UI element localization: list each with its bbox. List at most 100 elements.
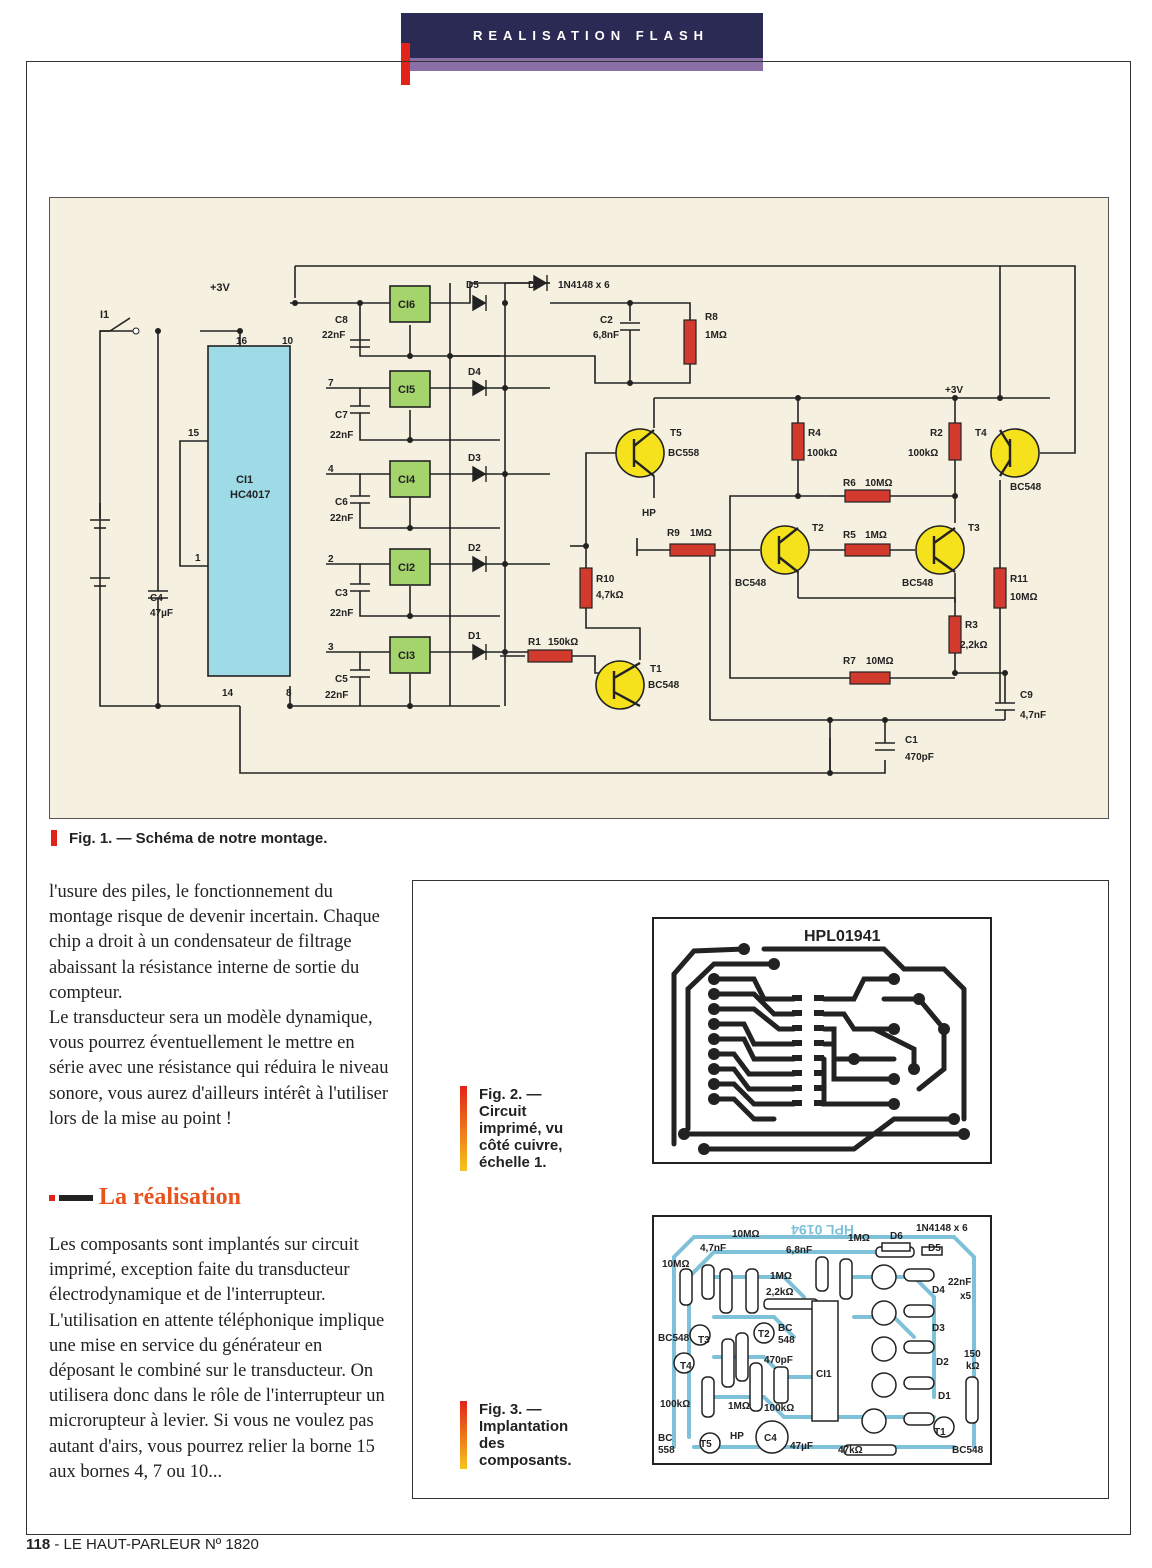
label-c9-value: 4,7nF xyxy=(1020,710,1046,721)
label-t2: T2 xyxy=(812,523,824,534)
impl-k: kΩ xyxy=(966,1361,980,1372)
label-d6: D6 xyxy=(528,280,541,291)
label-t3-type: BC548 xyxy=(902,578,934,589)
pin-14: 14 xyxy=(222,688,234,699)
fig2-caption: Fig. 2. — Circuit imprimé, vu côté cuivr… xyxy=(460,1086,563,1171)
component-layout-figure: HPL 0194 10MΩ 4,7nF 10MΩ 6,8nF 1MΩ D6 xyxy=(652,1215,992,1465)
section-heading: La réalisation xyxy=(49,1184,241,1211)
label-d5: D5 xyxy=(466,280,479,291)
impl-r150: 150 xyxy=(964,1349,981,1360)
label-c5: C5 xyxy=(335,674,348,685)
label-diode-type: 1N4148 x 6 xyxy=(558,280,610,291)
impl-d4: D4 xyxy=(932,1285,945,1296)
pin-1: 1 xyxy=(195,553,201,564)
pin-2: 2 xyxy=(328,554,334,565)
page-number: 118 xyxy=(26,1536,51,1553)
section-header-label: REALISATION FLASH xyxy=(472,28,710,43)
impl-r9: 1MΩ xyxy=(770,1271,792,1282)
impl-r10: 100kΩ xyxy=(764,1403,794,1414)
label-v3b: +3V xyxy=(945,385,963,396)
pcb-ref: HPL01941 xyxy=(804,928,881,945)
impl-d1: D1 xyxy=(938,1391,951,1402)
label-r11-value: 10MΩ xyxy=(1010,592,1037,603)
label-r3: R3 xyxy=(965,620,978,631)
label-c6: C6 xyxy=(335,497,348,508)
impl-r8: 1MΩ xyxy=(848,1233,870,1244)
label-t4-type: BC548 xyxy=(1010,482,1042,493)
label-ci5: CI5 xyxy=(398,384,415,396)
impl-r4: 100kΩ xyxy=(660,1399,690,1410)
label-c3-value: 22nF xyxy=(330,608,353,619)
label-r9: R9 xyxy=(667,528,680,539)
label-r10-value: 4,7kΩ xyxy=(596,590,623,601)
label-c4-value: 47µF xyxy=(150,608,173,619)
label-c7: C7 xyxy=(335,410,348,421)
page-frame xyxy=(26,61,1131,1535)
label-c2: C2 xyxy=(600,315,613,326)
label-t3: T3 xyxy=(968,523,980,534)
label-hp: HP xyxy=(642,508,656,519)
label-t2-type: BC548 xyxy=(735,578,767,589)
magazine-name: - LE HAUT-PARLEUR Nº 1820 xyxy=(50,1536,259,1553)
impl-bc558b: 558 xyxy=(658,1445,675,1456)
pin-16: 16 xyxy=(236,336,248,347)
label-r9-value: 1MΩ xyxy=(690,528,712,539)
label-r6-value: 10MΩ xyxy=(865,478,892,489)
section-heading-text: La réalisation xyxy=(99,1184,241,1210)
label-d2: D2 xyxy=(468,543,481,554)
fig1-caption: Fig. 1. — Schéma de notre montage. xyxy=(51,830,327,847)
impl-c22: 22nF xyxy=(948,1277,971,1288)
label-r11: R11 xyxy=(1010,574,1028,585)
pin-10: 10 xyxy=(282,336,294,347)
label-ci3: CI3 xyxy=(398,650,415,662)
label-c9: C9 xyxy=(1020,690,1033,701)
chip-hc4017: HC4017 xyxy=(230,489,270,501)
label-t5-type: BC558 xyxy=(668,448,700,459)
label-r4-value: 100kΩ xyxy=(807,448,837,459)
impl-d2: D2 xyxy=(936,1357,949,1368)
label-r1: R1 xyxy=(528,637,541,648)
label-v3: +3V xyxy=(210,282,231,294)
label-r2: R2 xyxy=(930,428,943,439)
label-c1-value: 470pF xyxy=(905,752,934,763)
pin-8: 8 xyxy=(286,688,292,699)
label-r8: R8 xyxy=(705,312,718,323)
label-t5: T5 xyxy=(670,428,682,439)
label-c7-value: 22nF xyxy=(330,430,353,441)
impl-r11: 10MΩ xyxy=(662,1259,689,1270)
label-t4: T4 xyxy=(975,428,987,439)
impl-hp: HP xyxy=(730,1431,744,1442)
impl-ci1: CI1 xyxy=(816,1369,832,1380)
fig2-line4: côté cuivre, xyxy=(479,1137,563,1154)
impl-r7: 10MΩ xyxy=(732,1229,759,1240)
label-r5-value: 1MΩ xyxy=(865,530,887,541)
label-c8: C8 xyxy=(335,315,348,326)
fig1-caption-text: Fig. 1. — Schéma de notre montage. xyxy=(69,830,328,847)
label-c2-value: 6,8nF xyxy=(593,330,619,341)
impl-diode-type: 1N4148 x 6 xyxy=(916,1223,968,1234)
fig2-line1: Fig. 2. — xyxy=(479,1086,542,1103)
label-c8-value: 22nF xyxy=(322,330,345,341)
label-r6: R6 xyxy=(843,478,856,489)
label-ci2: CI2 xyxy=(398,562,415,574)
label-ci4: CI4 xyxy=(398,474,416,486)
label-i1: I1 xyxy=(100,309,109,321)
label-r1-value: 150kΩ xyxy=(548,637,578,648)
impl-bc548-t1: BC548 xyxy=(952,1445,984,1456)
impl-c4: C4 xyxy=(764,1433,777,1444)
realisation-paragraph: Les composants sont implantés sur circui… xyxy=(49,1235,385,1482)
label-c5-value: 22nF xyxy=(325,690,348,701)
paragraph-1: l'usure des piles, le fonctionnement du … xyxy=(49,882,380,1003)
impl-bc548-t4: BC548 xyxy=(658,1333,690,1344)
label-r8-value: 1MΩ xyxy=(705,330,727,341)
label-t1-type: BC548 xyxy=(648,680,680,691)
impl-t2: T2 xyxy=(758,1329,770,1340)
impl-t4: T4 xyxy=(680,1361,692,1372)
impl-t3: T3 xyxy=(698,1335,710,1346)
impl-x5: x5 xyxy=(960,1291,972,1302)
label-d4: D4 xyxy=(468,367,481,378)
fig3-caption: Fig. 3. — Implantation des composants. xyxy=(460,1401,572,1469)
label-c1: C1 xyxy=(905,735,918,746)
impl-r1: 47kΩ xyxy=(838,1445,863,1456)
label-r5: R5 xyxy=(843,530,856,541)
